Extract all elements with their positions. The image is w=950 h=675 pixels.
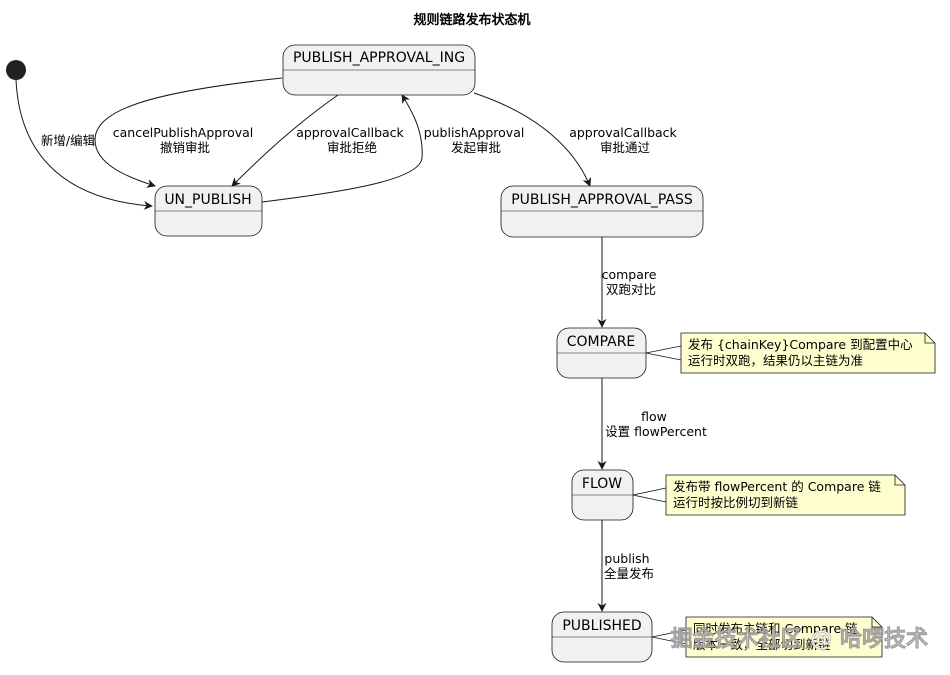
edge-init-to-un-publish xyxy=(15,79,153,210)
edge-label-init-line1: 新增/编辑 xyxy=(41,133,95,148)
state-label-publish-approval-pass: PUBLISH_APPROVAL_PASS xyxy=(511,192,693,208)
edge-label-publish-line1: publish xyxy=(604,551,649,566)
state-label-un-publish: UN_PUBLISH xyxy=(164,192,251,208)
state-label-flow: FLOW xyxy=(582,476,622,492)
edge-label-init: 新增/编辑 xyxy=(41,133,95,148)
edge-label-flow: flow 设置 flowPercent xyxy=(605,409,707,439)
state-un-publish: UN_PUBLISH xyxy=(154,185,263,237)
note-published: 同时发布主链和 Compare 链 版本一致，全部切到新链 xyxy=(651,616,883,658)
note-flow: 发布带 flowPercent 的 Compare 链 运行时按比例切到新链 xyxy=(632,474,906,516)
edge-label-compare-line2: 双跑对比 xyxy=(606,282,656,297)
note-compare: 发布 {chainKey}Compare 到配置中心 运行时双跑，结果仍以主链为… xyxy=(645,332,936,374)
state-publish-approval-ing: PUBLISH_APPROVAL_ING xyxy=(282,44,476,96)
edge-label-compare: compare 双跑对比 xyxy=(602,267,661,297)
edge-publish-approval xyxy=(261,94,423,203)
note-published-line2: 版本一致，全部切到新链 xyxy=(693,637,831,652)
initial-state-dot xyxy=(6,60,26,80)
state-compare: COMPARE xyxy=(556,327,647,379)
edge-label-flow-line1: flow xyxy=(641,409,667,424)
edge-label-reject-line2: 审批拒绝 xyxy=(327,140,377,155)
note-compare-text: 发布 {chainKey}Compare 到配置中心 运行时双跑，结果仍以主链为… xyxy=(688,337,917,368)
watermark-text: 掘金技术社区 @ 哈啰技术 xyxy=(671,626,928,652)
note-flow-text: 发布带 flowPercent 的 Compare 链 运行时按比例切到新链 xyxy=(673,479,885,510)
note-flow-line1: 发布带 flowPercent 的 Compare 链 xyxy=(673,479,881,494)
edge-cancel xyxy=(94,77,283,188)
edge-pass xyxy=(473,92,592,187)
note-published-text: 同时发布主链和 Compare 链 版本一致，全部切到新链 xyxy=(693,621,862,652)
edge-label-publish-approval: publishApproval 发起审批 xyxy=(424,125,529,155)
note-flow-line2: 运行时按比例切到新链 xyxy=(673,495,799,510)
edge-label-flow-line2: 设置 flowPercent xyxy=(605,424,707,439)
state-flow: FLOW xyxy=(571,469,634,521)
state-publish-approval-pass: PUBLISH_APPROVAL_PASS xyxy=(500,185,704,238)
edge-label-publish-approval-line2: 发起审批 xyxy=(451,140,501,155)
edge-label-publish-line2: 全量发布 xyxy=(604,566,654,581)
state-published: PUBLISHED xyxy=(551,611,653,663)
note-published-line1: 同时发布主链和 Compare 链 xyxy=(693,621,858,636)
edge-label-reject-line1: approvalCallback xyxy=(296,125,404,140)
state-label-publish-approval-ing: PUBLISH_APPROVAL_ING xyxy=(293,50,465,66)
edge-label-pass-line2: 审批通过 xyxy=(600,140,651,155)
note-compare-line1: 发布 {chainKey}Compare 到配置中心 xyxy=(688,337,913,352)
edge-reject xyxy=(231,94,339,187)
edge-label-reject: approvalCallback 审批拒绝 xyxy=(296,125,408,155)
edge-label-cancel-line2: 撤销审批 xyxy=(160,140,210,155)
state-label-compare: COMPARE xyxy=(567,334,636,350)
edge-label-publish-approval-line1: publishApproval xyxy=(424,125,525,140)
edge-label-pass: approvalCallback 审批通过 xyxy=(569,125,681,155)
edge-label-compare-line1: compare xyxy=(602,267,657,282)
diagram-title: 规则链路发布状态机 xyxy=(413,12,530,28)
edge-label-publish: publish 全量发布 xyxy=(604,551,654,581)
edge-label-cancel: cancelPublishApproval 撤销审批 xyxy=(113,125,258,155)
edge-label-pass-line1: approvalCallback xyxy=(569,125,677,140)
note-compare-line2: 运行时双跑，结果仍以主链为准 xyxy=(688,353,863,368)
state-label-published: PUBLISHED xyxy=(562,618,641,634)
edge-label-cancel-line1: cancelPublishApproval xyxy=(113,125,254,140)
